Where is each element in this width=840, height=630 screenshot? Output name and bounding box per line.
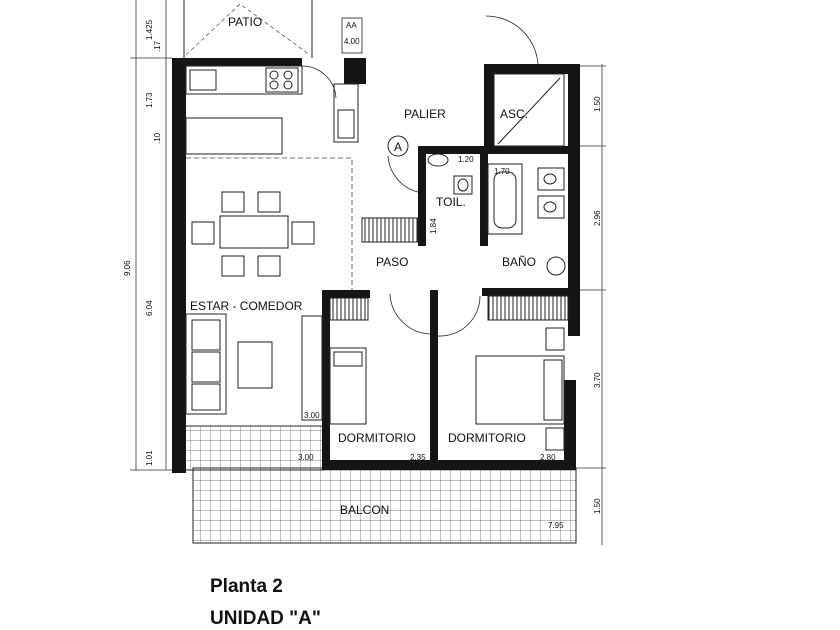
unit-marker-label: A xyxy=(394,140,402,154)
room-label-toilette: TOIL. xyxy=(436,195,466,209)
balcony-floor xyxy=(192,467,577,544)
bed-dorm1 xyxy=(329,347,367,425)
bed-dorm2 xyxy=(475,327,565,451)
closet-dorm1 xyxy=(329,297,369,321)
room-label-dormitorio-2: DORMITORIO xyxy=(448,431,526,445)
room-label-estar-comedor: ESTAR - COMEDOR xyxy=(190,299,303,313)
dim-aa: AA xyxy=(346,21,357,30)
closet-paso xyxy=(361,217,419,243)
toilette-fixtures xyxy=(427,153,473,195)
room-label-dormitorio-1: DORMITORIO xyxy=(338,431,416,445)
plan-caption-unit: UNIDAD "A" xyxy=(210,608,321,629)
patio-area xyxy=(183,0,363,58)
terrace-floor xyxy=(184,425,324,471)
unit-marker-circle xyxy=(387,135,409,157)
dim-right-296: 2.96 xyxy=(593,210,602,226)
dim-left-906: 9.06 xyxy=(123,260,132,276)
dim-280: 2.80 xyxy=(540,453,556,462)
plan-caption-floor: Planta 2 xyxy=(210,576,283,597)
dim-300-lower: 3.00 xyxy=(298,453,314,462)
dim-300-upper: 3.00 xyxy=(304,411,320,420)
dim-120: 1.20 xyxy=(458,155,474,164)
dim-left-173: 1.73 xyxy=(145,92,154,108)
dimension-lines xyxy=(130,0,606,545)
dim-235: 2.35 xyxy=(410,453,426,462)
kitchen xyxy=(185,65,303,155)
dim-left-010: .10 xyxy=(153,132,162,144)
dim-left-101: 1.01 xyxy=(145,450,154,466)
room-label-bano: BAÑO xyxy=(502,255,536,269)
closet-dorm2 xyxy=(487,295,569,321)
elevator xyxy=(493,73,565,147)
room-label-paso: PASO xyxy=(376,255,408,269)
dim-184: 1.84 xyxy=(429,218,438,234)
room-label-patio: PATIO xyxy=(228,15,262,29)
living-furniture xyxy=(185,313,323,421)
dim-right-370: 3.70 xyxy=(593,372,602,388)
bathroom-fixtures xyxy=(487,163,566,276)
room-label-palier: PALIER xyxy=(404,107,446,121)
dining-set xyxy=(191,191,315,277)
room-label-balcon: BALCON xyxy=(340,503,389,517)
dim-left-017: .17 xyxy=(153,40,162,52)
service-unit xyxy=(333,83,359,143)
room-label-ascensor: ASC. xyxy=(500,107,528,121)
dim-170: 1.70 xyxy=(494,167,510,176)
door-swings xyxy=(301,15,539,337)
interior-walls xyxy=(322,64,572,470)
exterior-walls xyxy=(172,58,580,473)
dim-795: 7.95 xyxy=(548,521,564,530)
dim-right-150-top: 1.50 xyxy=(593,96,602,112)
dim-left-604: 6.04 xyxy=(145,300,154,316)
dim-400: 4.00 xyxy=(344,37,360,46)
living-zone-outline xyxy=(186,157,353,290)
dim-left-1425: 1.425 xyxy=(145,19,154,40)
dim-right-150-bottom: 1.50 xyxy=(593,498,602,514)
